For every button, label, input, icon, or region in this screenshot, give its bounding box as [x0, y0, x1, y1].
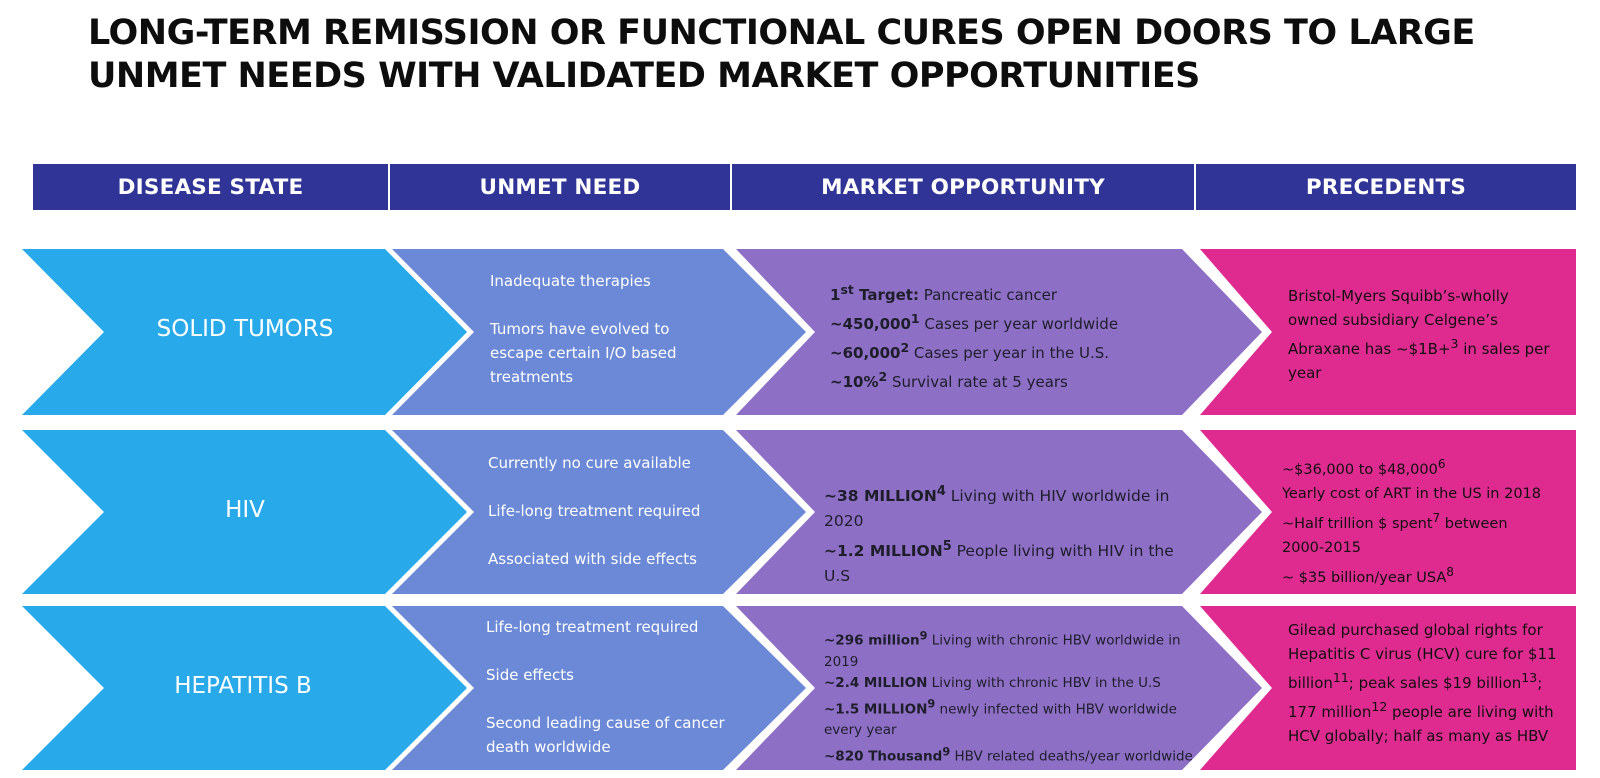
need-item: Side effects — [486, 666, 574, 684]
disease-chevron-solid-tumors — [22, 249, 467, 415]
market-list-hepatitis-b: ~296 million9 Living with chronic HBV wo… — [824, 625, 1209, 768]
need-item: Inadequate therapies — [490, 272, 651, 290]
need-list-hepatitis-b: Life-long treatment required Side effect… — [486, 615, 726, 759]
need-list-hiv: Currently no cure available Life-long tr… — [488, 451, 728, 571]
precedent-item: ~$36,000 to $48,0006 — [1282, 457, 1446, 478]
disease-chevron-hepatitis-b — [22, 606, 467, 770]
market-chevron-solid-tumors — [736, 249, 1262, 415]
disease-label-solid-tumors: SOLID TUMORS — [156, 316, 334, 342]
need-item: Life-long treatment required — [488, 502, 701, 520]
precedent-item: Yearly cost of ART in the US in 2018 — [1282, 485, 1541, 502]
precedents-panel-solid-tumors — [1200, 249, 1576, 415]
market-item: ~38 MILLION4 Living with HIV worldwide i… — [824, 484, 1170, 531]
market-item: ~2.4 MILLION Living with chronic HBV in … — [824, 674, 1161, 691]
market-item: ~10%2 Survival rate at 5 years — [830, 369, 1068, 391]
precedents-text-hepatitis-b: Gilead purchased global rights for Hepat… — [1288, 621, 1557, 745]
need-chevron-hiv — [392, 430, 806, 594]
precedent-item: ~ $35 billion/year USA8 — [1282, 564, 1454, 586]
market-item: 1st Target: Pancreatic cancer — [830, 282, 1057, 304]
market-item: ~820 Thousand9 HBV related deaths/year w… — [824, 745, 1193, 765]
need-item: Currently no cure available — [488, 454, 691, 472]
disease-chevron-hiv — [22, 430, 467, 594]
market-list-solid-tumors: 1st Target: Pancreatic cancer ~450,0001 … — [830, 278, 1190, 394]
header-disease-state: DISEASE STATE — [33, 164, 388, 210]
market-list-hiv: ~38 MILLION4 Living with HIV worldwide i… — [824, 479, 1204, 589]
precedents-panel-hiv — [1200, 430, 1576, 594]
disease-label-hiv: HIV — [225, 497, 265, 523]
precedent-item: 2000-2015 — [1282, 539, 1362, 556]
title-line-1: LONG-TERM REMISSION OR FUNCTIONAL CURES … — [88, 13, 1475, 53]
need-chevron-hepatitis-b — [392, 606, 806, 770]
market-item: ~60,0002 Cases per year in the U.S. — [830, 340, 1109, 362]
need-item: Second leading cause of cancer death wor… — [486, 714, 725, 756]
market-item: ~296 million9 Living with chronic HBV wo… — [824, 629, 1181, 670]
market-item: ~450,0001 Cases per year worldwide — [830, 311, 1119, 333]
market-item: ~1.5 MILLION9 newly infected with HBV wo… — [824, 697, 1177, 739]
precedents-text-solid-tumors: Bristol-Myers Squibb’s-wholly owned subs… — [1288, 287, 1550, 382]
header-unmet-need: UNMET NEED — [390, 164, 730, 210]
page-title: LONG-TERM REMISSION OR FUNCTIONAL CURES … — [88, 12, 1548, 98]
market-chevron-hepatitis-b — [736, 606, 1262, 770]
header-precedents: PRECEDENTS — [1196, 164, 1576, 210]
precedents-list-hiv: ~$36,000 to $48,0006 Yearly cost of ART … — [1282, 452, 1572, 589]
market-chevron-hiv — [736, 430, 1262, 594]
precedent-item: ~Half trillion $ spent7 between — [1282, 510, 1508, 532]
need-item: Associated with side effects — [488, 550, 697, 568]
need-item: Life-long treatment required — [486, 618, 699, 636]
need-chevron-solid-tumors — [392, 249, 806, 415]
market-item: ~1.2 MILLION5 People living with HIV in … — [824, 539, 1174, 586]
title-line-2: UNMET NEEDS WITH VALIDATED MARKET OPPORT… — [88, 56, 1200, 96]
header-market-opportunity: MARKET OPPORTUNITY — [732, 164, 1194, 210]
need-list-solid-tumors: Inadequate therapies Tumors have evolved… — [490, 269, 720, 389]
need-item: Tumors have evolved to escape certain I/… — [490, 320, 677, 386]
precedents-panel-hepatitis-b — [1200, 606, 1576, 770]
disease-label-hepatitis-b: HEPATITIS B — [174, 673, 312, 699]
